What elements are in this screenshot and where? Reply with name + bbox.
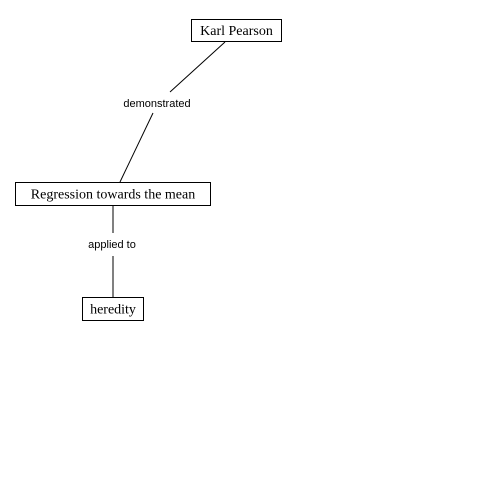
node-heredity[interactable]: heredity	[82, 297, 144, 321]
node-label: heredity	[90, 303, 136, 318]
edge-label-applied-to: applied to	[88, 239, 136, 251]
node-regression-towards-the-mean[interactable]: Regression towards the mean	[15, 182, 211, 206]
edge-line-label-to-regression	[119, 112, 154, 183]
node-label: Regression towards the mean	[31, 188, 195, 203]
edge-line-pearson-to-label	[169, 41, 226, 93]
edge-label-demonstrated: demonstrated	[123, 98, 190, 110]
node-box	[15, 182, 211, 206]
node-karl-pearson[interactable]: Karl Pearson	[191, 19, 282, 42]
node-box	[82, 297, 144, 321]
node-box	[191, 19, 282, 42]
node-label: Karl Pearson	[200, 24, 273, 39]
